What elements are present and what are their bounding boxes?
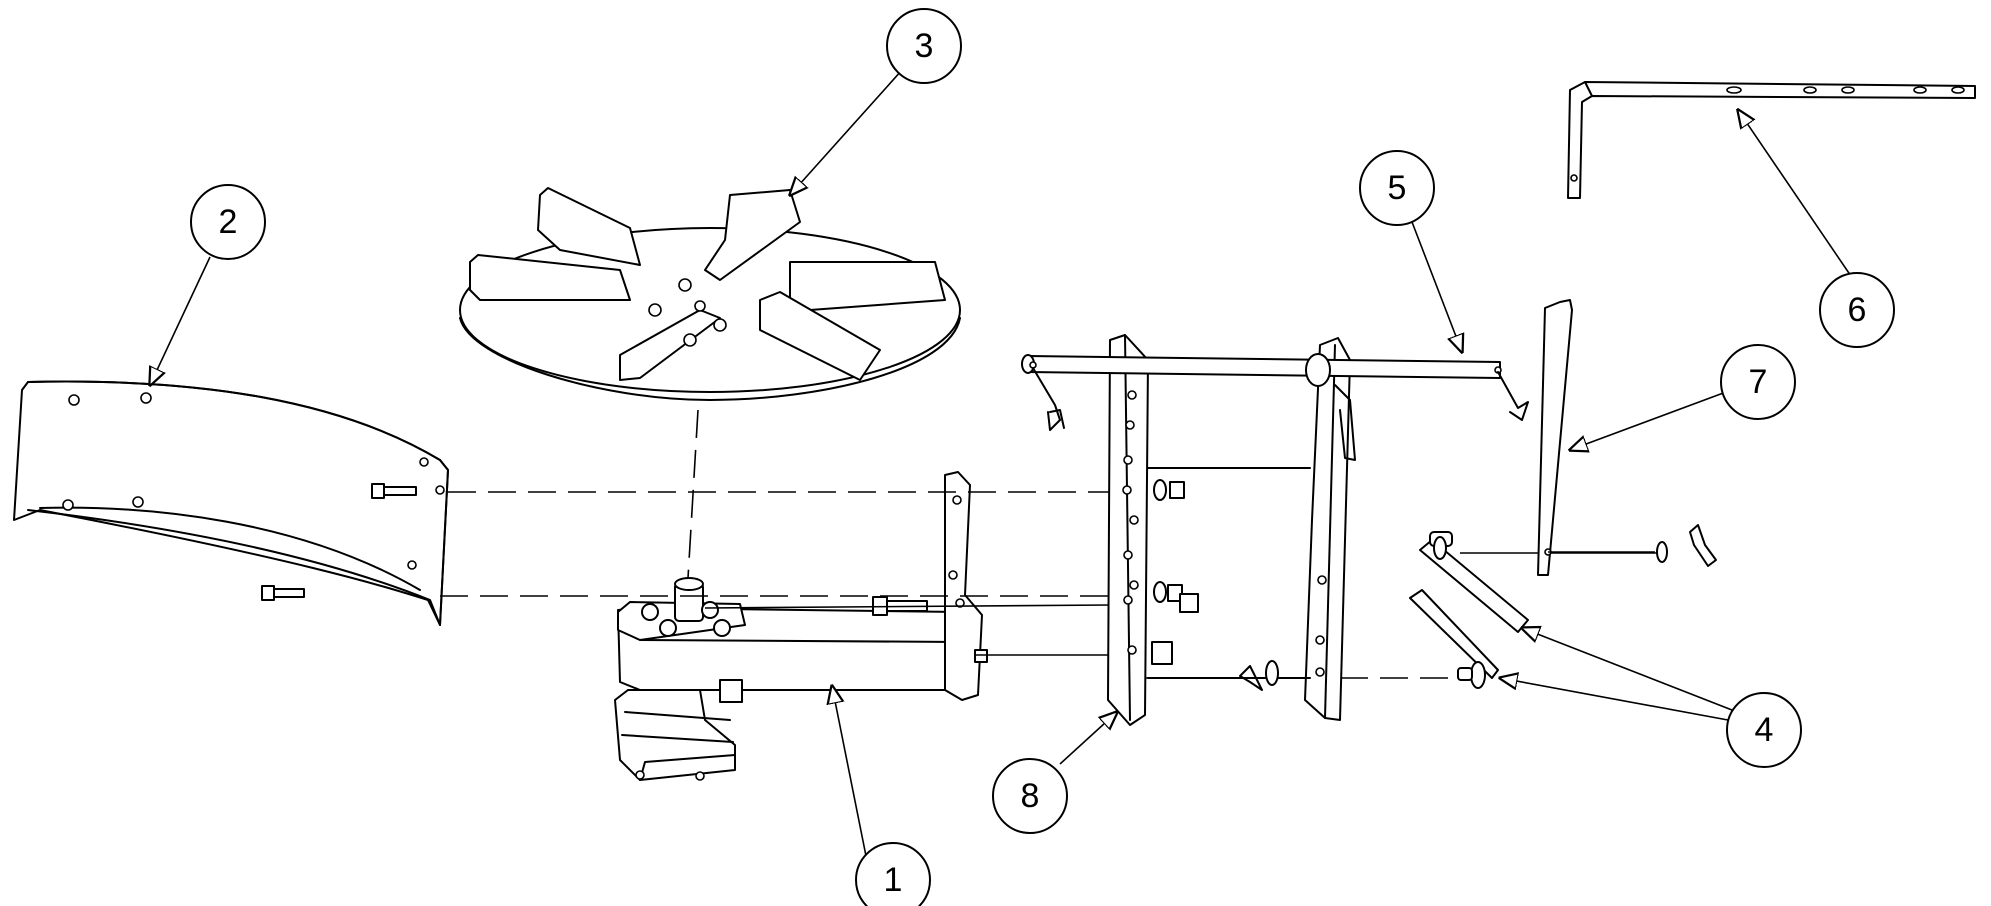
balloon-1-label: 1 xyxy=(884,861,903,899)
balloon-7: 7 xyxy=(1720,344,1796,420)
part-3-spinner-disc xyxy=(459,187,961,401)
part-8-mounting-frame xyxy=(1107,334,1351,726)
part-5-cross-shaft xyxy=(1021,353,1529,461)
balloon-6: 6 xyxy=(1819,272,1895,348)
balloon-4: 4 xyxy=(1726,692,1802,768)
balloon-2: 2 xyxy=(190,184,266,260)
axis-dashed-line xyxy=(687,409,699,579)
part-2-deflector xyxy=(13,380,449,626)
balloon-4-label: 4 xyxy=(1755,711,1774,749)
leader-lines xyxy=(150,69,1856,867)
balloon-2-label: 2 xyxy=(219,203,238,241)
part-1-motor-bracket xyxy=(614,471,988,781)
part-6-l-bracket xyxy=(1567,81,1976,199)
balloon-8: 8 xyxy=(992,758,1068,834)
balloon-7-label: 7 xyxy=(1749,363,1768,401)
balloon-3-label: 3 xyxy=(915,27,934,65)
balloon-8-label: 8 xyxy=(1021,777,1040,815)
balloon-6-label: 6 xyxy=(1848,291,1867,329)
balloon-5-label: 5 xyxy=(1388,169,1407,207)
part-7-flat-bar xyxy=(1537,299,1717,576)
part-4-pins xyxy=(1409,531,1529,689)
balloon-5: 5 xyxy=(1359,150,1435,226)
balloon-3: 3 xyxy=(886,8,962,84)
balloon-1: 1 xyxy=(855,842,931,906)
